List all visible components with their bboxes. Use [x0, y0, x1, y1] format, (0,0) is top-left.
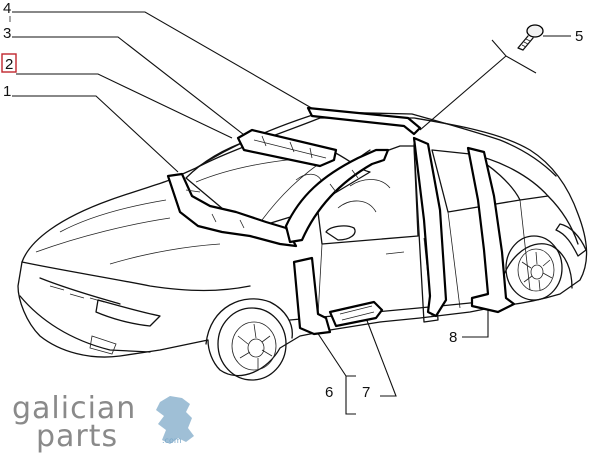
callout-7[interactable]: 7 — [362, 384, 370, 401]
callout-5[interactable]: 5 — [575, 28, 583, 45]
watermark-line-1: galician — [12, 391, 136, 426]
watermark-domain: .com — [162, 436, 182, 445]
part-2-a-pillar[interactable] — [284, 148, 390, 244]
part-6-hinge-pillar[interactable] — [292, 256, 332, 336]
callout-2[interactable]: 2 — [5, 56, 13, 73]
callout-2-label: 2 — [5, 56, 13, 73]
part-b-pillar-inner[interactable] — [412, 136, 448, 318]
selected-callout-box — [1, 53, 17, 73]
bolt-part-5[interactable] — [517, 24, 544, 51]
callout-1-label: 1 — [3, 83, 11, 100]
callout-6[interactable]: 6 — [325, 384, 333, 401]
watermark-line-2: parts — [36, 419, 118, 454]
callout-3[interactable]: 3 — [3, 25, 11, 42]
part-4-roof-rail[interactable] — [306, 106, 422, 136]
callout-4-label: 4 — [3, 0, 11, 17]
callout-1[interactable]: 1 — [3, 83, 11, 100]
callout-4[interactable]: 4 — [3, 0, 11, 17]
callout-8-label: 8 — [449, 329, 457, 346]
part-8-rear-pillar[interactable] — [466, 146, 516, 314]
callout-8[interactable]: 8 — [449, 329, 457, 346]
callout-6-label: 6 — [325, 384, 333, 401]
part-1-cowl-panel[interactable] — [166, 172, 298, 248]
callout-3-label: 3 — [3, 25, 11, 42]
watermark-logo: galician parts .com — [12, 391, 194, 454]
leader-line-2 — [16, 73, 233, 139]
callout-7-label: 7 — [362, 384, 370, 401]
leader-line-1 — [12, 95, 179, 173]
galicia-map-icon — [156, 396, 194, 444]
leader-line-6 — [310, 322, 356, 415]
leader-line-3 — [12, 36, 249, 139]
bolt-detail-lines — [419, 39, 537, 131]
leader-line-4 — [12, 11, 316, 111]
callout-5-label: 5 — [575, 28, 583, 45]
leader-line-7 — [346, 317, 397, 397]
